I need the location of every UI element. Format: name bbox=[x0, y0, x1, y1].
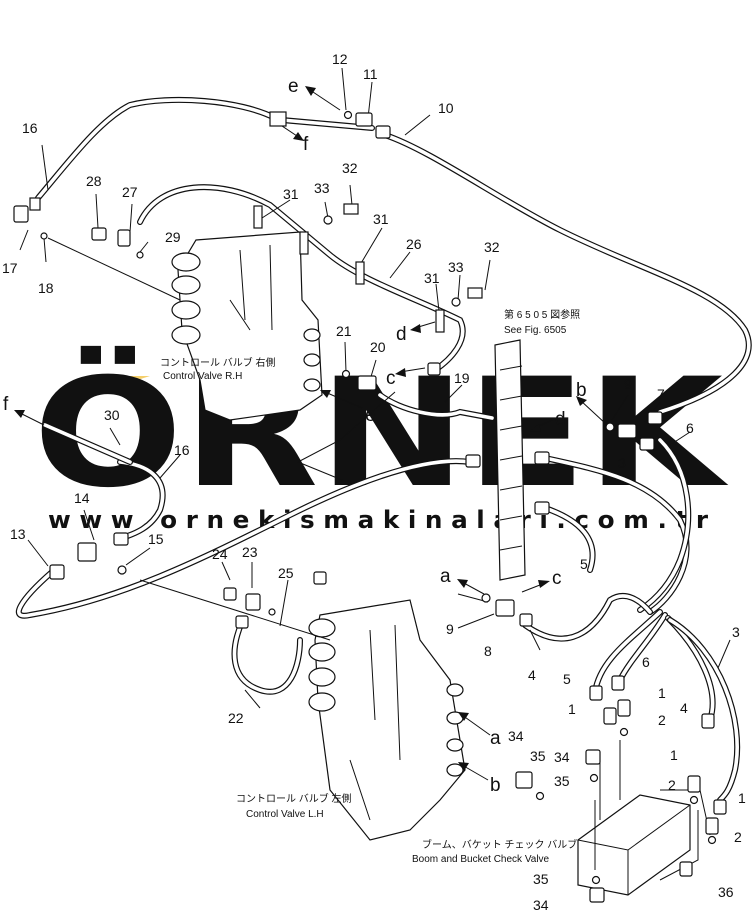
part-number: 5 bbox=[580, 556, 588, 572]
part-number: 1 bbox=[670, 747, 678, 763]
part-number: 21 bbox=[336, 323, 352, 339]
part-number: 17 bbox=[2, 260, 18, 276]
part-number: 11 bbox=[363, 66, 378, 82]
manifold-block bbox=[494, 339, 526, 581]
connection-letter: f bbox=[3, 394, 9, 415]
part-number: 22 bbox=[228, 710, 244, 726]
connection-letter: d bbox=[555, 409, 566, 430]
arrow-b-lh bbox=[461, 764, 489, 781]
part-number: 27 bbox=[122, 184, 138, 200]
control-valve-lh bbox=[308, 599, 466, 841]
part-number: 34 bbox=[533, 897, 549, 912]
caption-check-jp: ブーム、バケット チェック バルブ bbox=[422, 838, 577, 851]
part-number: 9 bbox=[624, 376, 632, 392]
part-number: 19 bbox=[454, 370, 470, 386]
part-number: 36 bbox=[718, 884, 734, 900]
part-number: 13 bbox=[10, 526, 26, 542]
control-valve-rh bbox=[171, 231, 323, 421]
connection-letter: e bbox=[288, 76, 299, 97]
part-number: 8 bbox=[484, 643, 492, 659]
part-number: 25 bbox=[278, 565, 294, 581]
part-number: 5 bbox=[563, 671, 571, 687]
watermark: ÖRNEK w w w . o r n e k i s m a k i n a … bbox=[33, 345, 729, 534]
direction-arrows bbox=[14, 86, 607, 781]
part-number: 10 bbox=[438, 100, 454, 116]
connection-letter: a bbox=[490, 728, 501, 749]
part-number: 31 bbox=[283, 186, 299, 202]
part-number: 7 bbox=[657, 386, 665, 402]
part-number: 2 bbox=[734, 829, 742, 845]
part-number: 6 bbox=[686, 420, 694, 436]
caption-rh-en: Control Valve R.H bbox=[163, 371, 242, 382]
arrow-e-mid bbox=[324, 391, 363, 409]
arrow-e-top bbox=[309, 89, 341, 111]
part-number: 26 bbox=[406, 236, 422, 252]
part-number: 28 bbox=[86, 173, 102, 189]
part-number: 33 bbox=[448, 259, 464, 275]
part-number: 35 bbox=[530, 748, 546, 764]
leader-lines bbox=[19, 67, 731, 881]
part-number: 12 bbox=[332, 51, 348, 67]
connection-letter: d bbox=[396, 324, 407, 345]
fittings bbox=[13, 110, 727, 903]
part-number: 16 bbox=[22, 120, 38, 136]
watermark-url: w w w . o r n e k i s m a k i n a l a r … bbox=[48, 506, 708, 534]
connection-letter: b bbox=[490, 775, 501, 796]
part-number: 3 bbox=[732, 624, 740, 640]
part-number: 30 bbox=[104, 407, 120, 423]
connection-letter: e bbox=[365, 405, 376, 426]
caption-rh-jp: コントロール バルブ 右側 bbox=[160, 356, 276, 369]
part-number-labels: 12 11 10 16 28 27 32 33 31 31 29 26 32 3… bbox=[2, 51, 746, 912]
hoses bbox=[16, 96, 752, 803]
part-number: 16 bbox=[174, 442, 190, 458]
part-number: 1 bbox=[568, 701, 576, 717]
part-number: 1 bbox=[658, 685, 666, 701]
connection-letter: c bbox=[552, 568, 562, 589]
part-number: 32 bbox=[342, 160, 358, 176]
part-number: 35 bbox=[533, 871, 549, 887]
arrow-a-lh bbox=[461, 714, 491, 736]
arrow-b-right bbox=[579, 399, 607, 425]
part-number: 4 bbox=[680, 700, 688, 716]
part-number: 31 bbox=[424, 270, 440, 286]
caption-fig-jp: 第 6 5 0 5 図参照 bbox=[504, 308, 580, 321]
connection-letter: b bbox=[576, 380, 587, 401]
part-number: 3 bbox=[618, 455, 626, 471]
part-number: 33 bbox=[314, 180, 330, 196]
caption-fig-en: See Fig. 6505 bbox=[504, 325, 567, 336]
connection-letter: a bbox=[440, 566, 451, 587]
part-number: 31 bbox=[373, 211, 389, 227]
part-number: 24 bbox=[212, 546, 228, 562]
caption-lh-en: Control Valve L.H bbox=[246, 809, 324, 820]
check-valve-block bbox=[577, 794, 691, 896]
part-number: 2 bbox=[658, 712, 666, 728]
part-number: 34 bbox=[508, 728, 524, 744]
part-number: 6 bbox=[642, 654, 650, 670]
part-number: 2 bbox=[668, 777, 676, 793]
part-number: 32 bbox=[484, 239, 500, 255]
part-number: 23 bbox=[242, 544, 258, 560]
part-number: 29 bbox=[165, 229, 181, 245]
captions: コントロール バルブ 右側 Control Valve R.H 第 6 5 0 … bbox=[160, 308, 580, 865]
connection-letters: e f d c e f b d a c a b bbox=[3, 76, 587, 796]
part-number: 4 bbox=[528, 667, 536, 683]
part-number: 20 bbox=[370, 339, 386, 355]
watermark-accent-shape bbox=[60, 376, 150, 388]
caption-lh-jp: コントロール バルブ 左側 bbox=[236, 792, 352, 805]
part-number: 1 bbox=[738, 790, 746, 806]
connection-letter: f bbox=[303, 134, 309, 155]
part-number: 9 bbox=[446, 621, 454, 637]
connection-letter: c bbox=[386, 368, 396, 389]
part-number: 14 bbox=[74, 490, 90, 506]
watermark-logo: ÖRNEK bbox=[33, 345, 729, 521]
part-number: 15 bbox=[148, 531, 164, 547]
caption-check-en: Boom and Bucket Check Valve bbox=[412, 854, 550, 865]
part-number: 35 bbox=[554, 773, 570, 789]
part-number: 18 bbox=[38, 280, 54, 296]
part-number: 34 bbox=[554, 749, 570, 765]
